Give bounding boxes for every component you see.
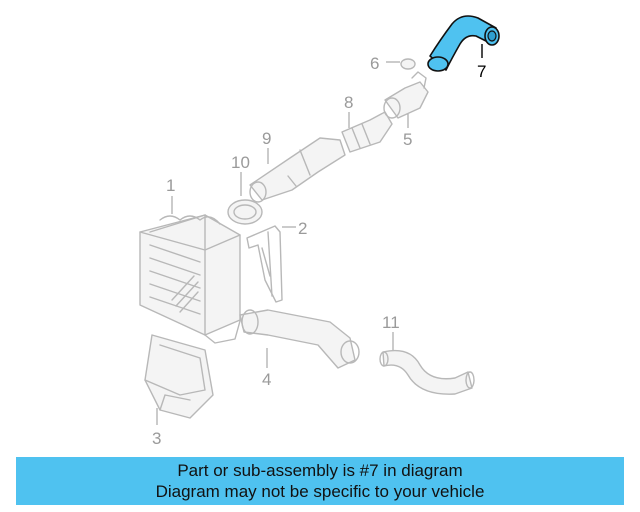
part-7-hose[interactable] bbox=[427, 15, 500, 72]
part-10-coupling[interactable] bbox=[227, 199, 263, 225]
part-9-pipe[interactable] bbox=[249, 137, 346, 203]
part-3-air-duct[interactable] bbox=[144, 334, 214, 419]
banner-line-2: Diagram may not be specific to your vehi… bbox=[155, 482, 485, 501]
callout-1: 1 bbox=[166, 176, 175, 195]
banner-line-1: Part or sub-assembly is #7 in diagram bbox=[177, 461, 463, 480]
part-8-hose[interactable] bbox=[341, 111, 393, 153]
leader-lines bbox=[156, 44, 483, 425]
callout-11: 11 bbox=[382, 313, 400, 332]
callout-10: 10 bbox=[231, 153, 250, 172]
callout-8: 8 bbox=[344, 93, 353, 112]
parts-diagram: 1 2 3 4 5 6 7 8 9 10 11 bbox=[139, 15, 500, 448]
info-banner: Part or sub-assembly is #7 in diagram Di… bbox=[16, 457, 624, 505]
callout-9: 9 bbox=[262, 129, 271, 148]
callout-3: 3 bbox=[152, 429, 161, 448]
callout-5: 5 bbox=[403, 130, 412, 149]
part-6-clamp[interactable] bbox=[400, 58, 416, 70]
callout-2: 2 bbox=[298, 219, 307, 238]
part-4-pipe[interactable] bbox=[239, 309, 360, 369]
callout-4: 4 bbox=[262, 370, 271, 389]
callout-6: 6 bbox=[370, 54, 379, 73]
part-2-bracket[interactable] bbox=[246, 225, 283, 303]
part-1-intercooler[interactable] bbox=[139, 214, 241, 344]
part-5-pipe[interactable] bbox=[383, 71, 429, 119]
callout-7: 7 bbox=[477, 62, 486, 81]
part-11-hose[interactable] bbox=[379, 349, 475, 395]
